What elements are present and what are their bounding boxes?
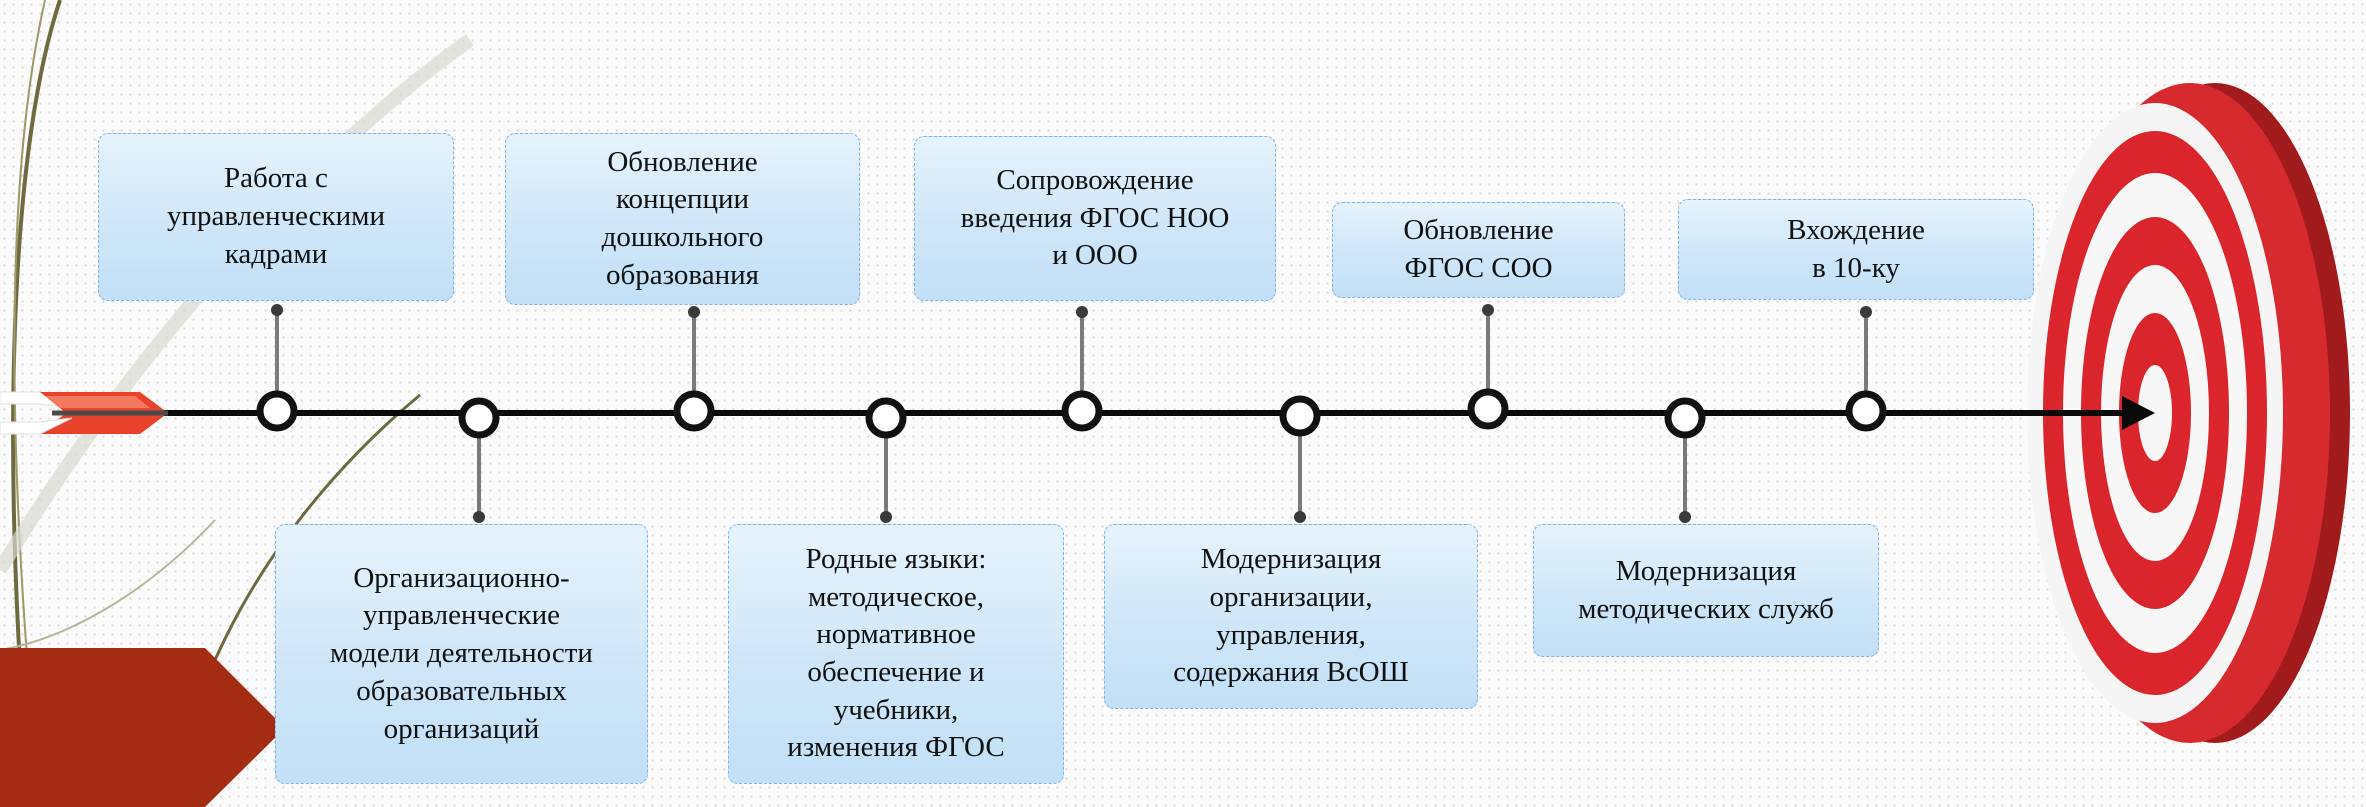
milestone-box-methodical-services: Модернизация методических служб [1533, 524, 1879, 657]
decor-curve [0, 519, 216, 651]
milestone-label: Обновление концепции дошкольного образов… [601, 145, 764, 291]
timeline-node [1467, 388, 1509, 430]
timeline-node [458, 397, 500, 439]
timeline-node [1279, 395, 1321, 437]
timeline-node [1061, 390, 1103, 432]
decor-curve [213, 393, 421, 661]
timeline-nodes [256, 388, 1887, 439]
corner-shape [0, 648, 285, 807]
milestone-label: Обновление ФГОС СОО [1403, 214, 1554, 284]
timeline-node [1845, 390, 1887, 432]
milestone-label: Модернизация организации, управления, со… [1173, 543, 1409, 689]
connectors-top [271, 304, 1872, 398]
milestone-label: Вхождение в 10-ку [1787, 213, 1925, 284]
timeline-node [1664, 397, 1706, 439]
timeline-node [865, 397, 907, 439]
milestone-box-management-staff: Работа с управленческими кадрами [98, 133, 454, 301]
milestone-box-preschool-concept: Обновление концепции дошкольного образов… [505, 133, 860, 305]
timeline-node [673, 390, 715, 432]
milestone-label: Модернизация методических служб [1578, 554, 1834, 625]
decor-curve [0, 34, 475, 574]
milestone-box-fgos-noo-ooo: Сопровождение введения ФГОС НОО и ООО [914, 136, 1276, 301]
arrow-fletching-icon [0, 391, 168, 435]
timeline-node [256, 390, 298, 432]
milestone-box-top-ten: Вхождение в 10-ку [1678, 199, 2034, 300]
milestone-label: Сопровождение введения ФГОС НОО и ООО [960, 163, 1230, 272]
milestone-box-fgos-soo: Обновление ФГОС СОО [1332, 202, 1625, 298]
milestone-label: Работа с управленческими кадрами [166, 162, 386, 270]
milestone-box-native-languages: Родные языки: методическое, нормативное … [728, 524, 1064, 784]
milestone-label: Родные языки: методическое, нормативное … [787, 542, 1005, 764]
connectors-bottom [473, 432, 1691, 523]
milestone-box-vsosh: Модернизация организации, управления, со… [1104, 524, 1478, 709]
milestone-label: Организационно- управленческие модели де… [330, 561, 593, 745]
arrowhead-icon [2122, 396, 2155, 430]
milestone-box-org-models: Организационно- управленческие модели де… [275, 524, 648, 784]
